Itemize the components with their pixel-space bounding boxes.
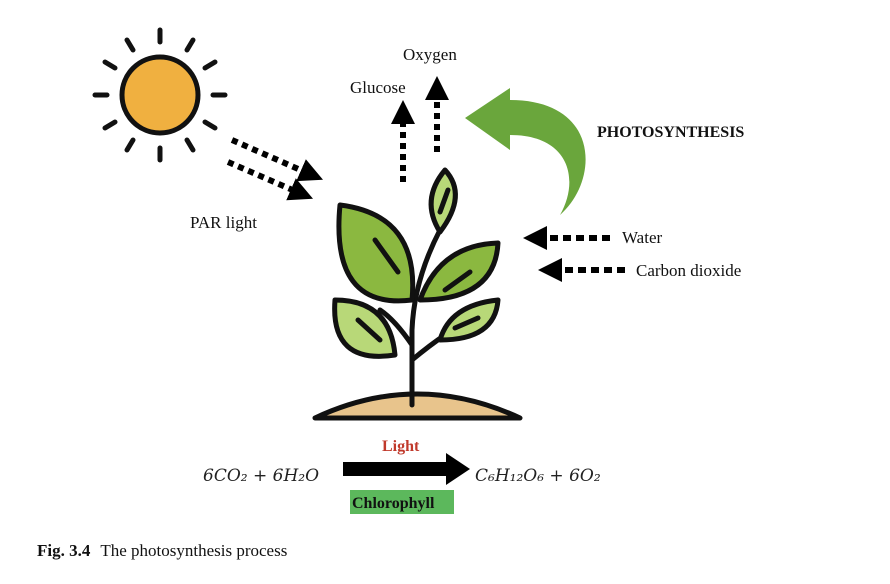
figure-number: Fig. 3.4	[37, 541, 91, 560]
equation-reactants: 6CO₂ + 6H₂O	[203, 466, 319, 486]
equation-products: C₆H₁₂O₆ + 6O₂	[475, 466, 601, 486]
chlorophyll-label: Chlorophyll	[352, 495, 435, 512]
glucose-label: Glucose	[350, 78, 406, 97]
plant-icon	[312, 167, 523, 421]
water-label: Water	[622, 228, 662, 247]
photosynthesis-label: PHOTOSYNTHESIS	[597, 124, 744, 141]
figure-caption: Fig. 3.4 The photosynthesis process	[37, 541, 287, 561]
figure-caption-text: The photosynthesis process	[100, 541, 288, 560]
light-condition-label: Light	[382, 438, 420, 455]
chlorophyll-highlight	[350, 490, 454, 514]
input-arrows	[523, 226, 625, 282]
par-light-label: PAR light	[190, 213, 257, 232]
reaction-arrow-icon	[343, 453, 470, 485]
par-light-arrows	[226, 137, 323, 201]
carbon-dioxide-label: Carbon dioxide	[636, 261, 741, 280]
output-arrows	[391, 76, 449, 182]
oxygen-label: Oxygen	[403, 45, 457, 64]
sun-icon	[92, 27, 228, 163]
curved-arrow-icon	[465, 88, 586, 215]
